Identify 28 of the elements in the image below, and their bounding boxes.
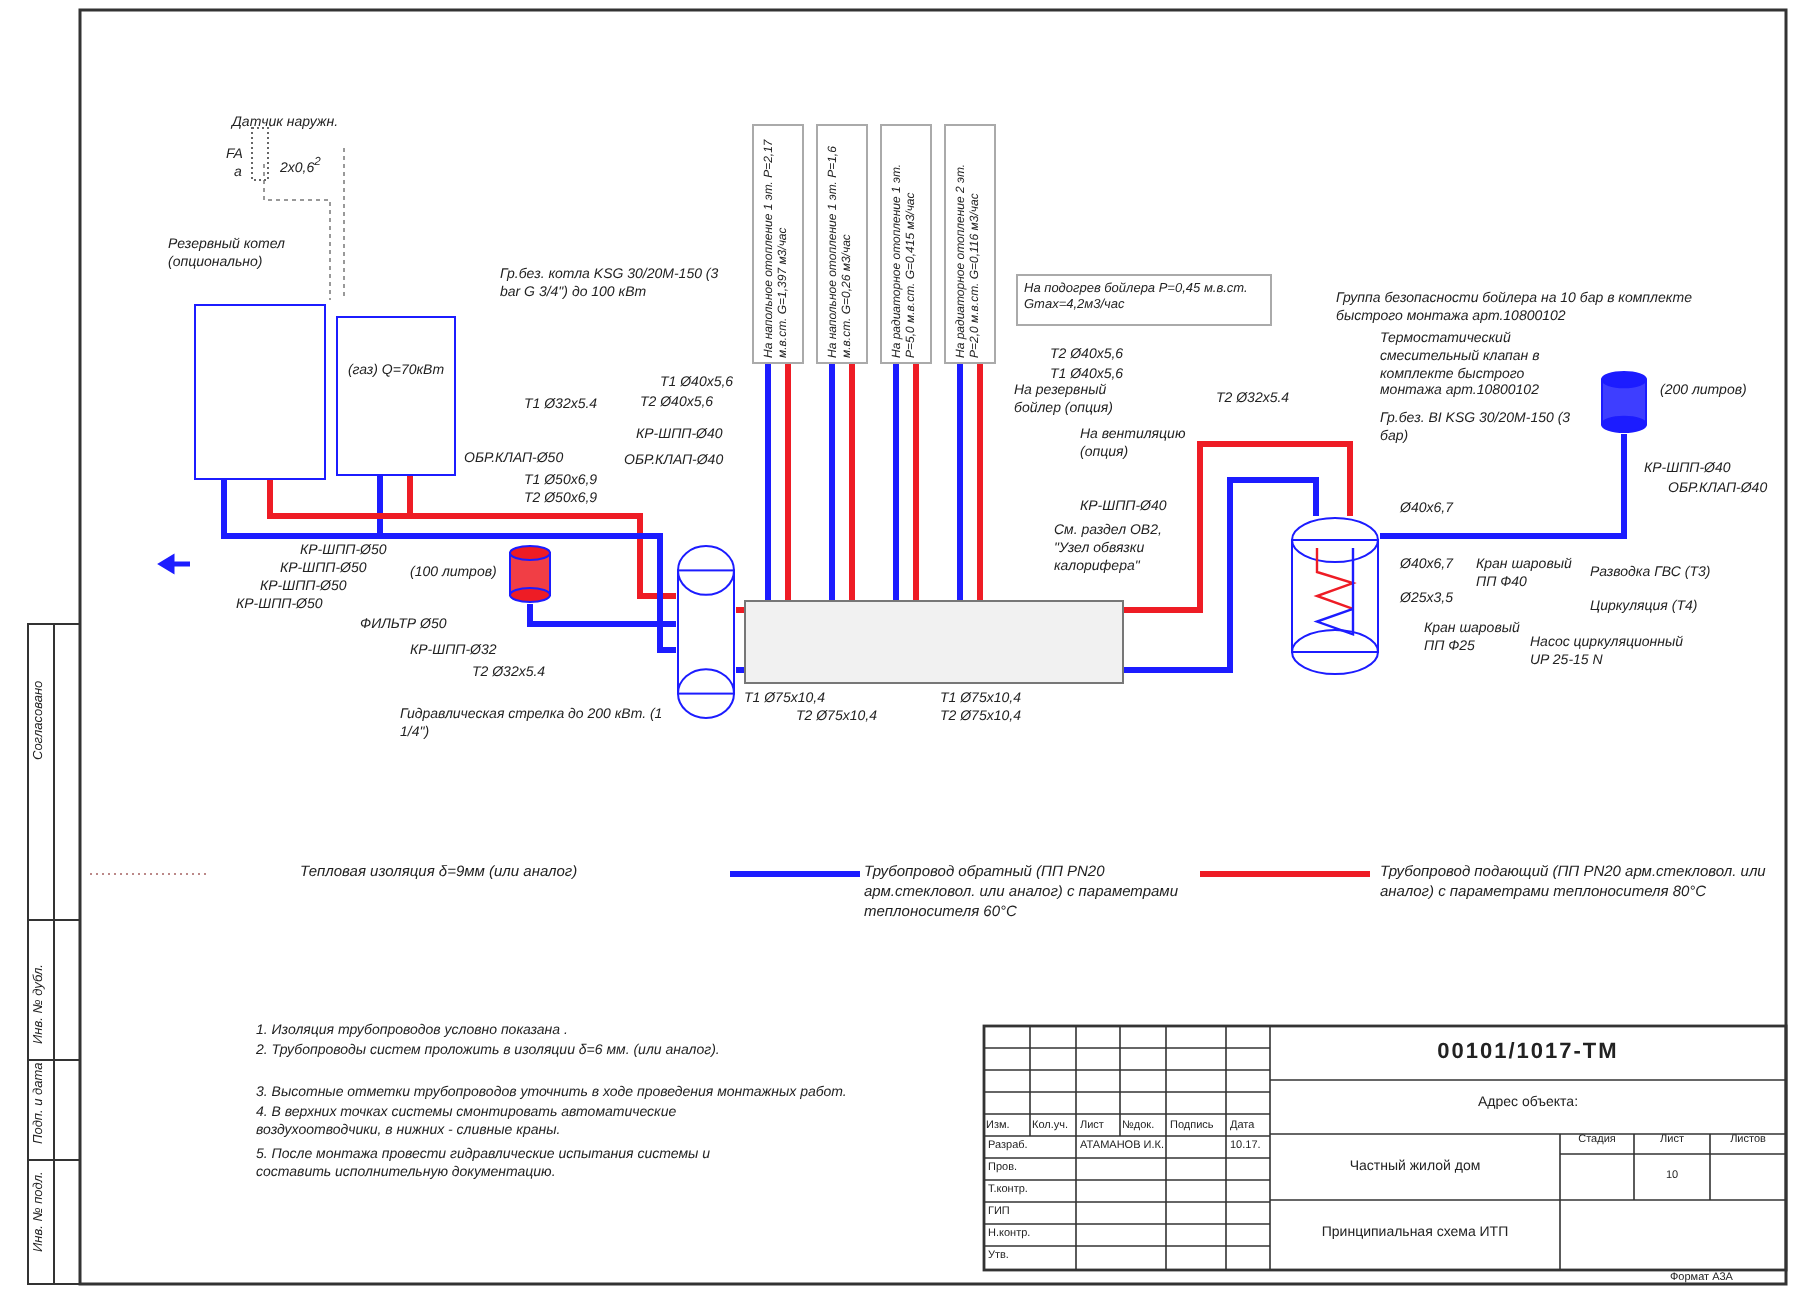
pipe-line	[765, 364, 771, 600]
pipe-line	[829, 364, 835, 600]
expansion-tank	[508, 544, 552, 604]
pipe-line	[849, 364, 855, 600]
hydraulic-separator	[676, 544, 736, 720]
hot-water-cylinder	[1290, 516, 1380, 676]
note-box	[1016, 274, 1272, 326]
pipe-line	[957, 364, 963, 600]
pipe-line	[736, 667, 744, 673]
expansion-tank	[1600, 370, 1648, 434]
gas-boiler	[336, 316, 456, 476]
pipe-line	[736, 607, 744, 613]
pipe-line	[1380, 434, 1627, 539]
circuit-label-box	[816, 124, 868, 364]
pipe-line	[893, 364, 899, 600]
circuit-label-box	[752, 124, 804, 364]
pipe-line	[977, 364, 983, 600]
pipe-line	[527, 604, 676, 627]
pipe-line	[785, 364, 791, 600]
circuit-label-box	[880, 124, 932, 364]
pipe-line	[267, 480, 676, 599]
title-block-text: 00101/1017-ТМ	[1435, 1040, 1621, 1068]
pipe-line	[1124, 441, 1353, 613]
pipe-line	[221, 480, 676, 653]
pipe-line	[1124, 477, 1319, 673]
pipe-line	[913, 364, 919, 600]
circuit-label-box	[944, 124, 996, 364]
distribution-manifold	[744, 600, 1124, 684]
